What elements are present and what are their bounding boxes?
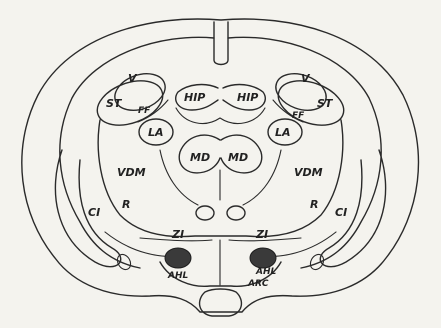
ahl-nucleus-left [165, 248, 191, 268]
label-md-right: MD [228, 151, 248, 164]
label-hip-left: HIP [184, 91, 205, 104]
label-v-right: V [301, 72, 311, 85]
label-md-left: MD [190, 151, 210, 164]
ahl-nucleus-right [250, 248, 276, 268]
label-vdm-left: VDM [117, 166, 146, 179]
label-st-left: ST [106, 97, 123, 110]
lateral-oval-left [115, 252, 133, 272]
label-vdm-right: VDM [294, 166, 323, 179]
label-ahl-right: AHL [255, 267, 276, 277]
label-la-right: LA [275, 126, 291, 139]
label-la-left: LA [148, 126, 164, 139]
label-hip-right: HIP [237, 91, 258, 104]
label-ci-right: CI [335, 206, 347, 219]
label-zi-left: ZI [171, 228, 184, 241]
label-ci-left: CI [88, 206, 100, 219]
label-v-left: V [128, 72, 138, 85]
label-ahl-left: AHL [167, 271, 188, 281]
label-zi-right: ZI [255, 228, 268, 241]
lateral-loop-right [320, 150, 385, 267]
st-region-right [272, 73, 350, 134]
label-r-right: R [310, 198, 318, 211]
label-st-right: ST [317, 97, 334, 110]
label-r-left: R [122, 198, 130, 211]
midline-fissure [214, 22, 228, 65]
subthalamic-lobe-left [196, 206, 214, 220]
label-ff-left: FF [138, 106, 151, 116]
label-arc: ARC [247, 279, 269, 289]
subthalamic-lobe-right [227, 206, 245, 220]
lateral-oval-right [308, 252, 326, 272]
label-ff-right: FF [292, 111, 305, 121]
